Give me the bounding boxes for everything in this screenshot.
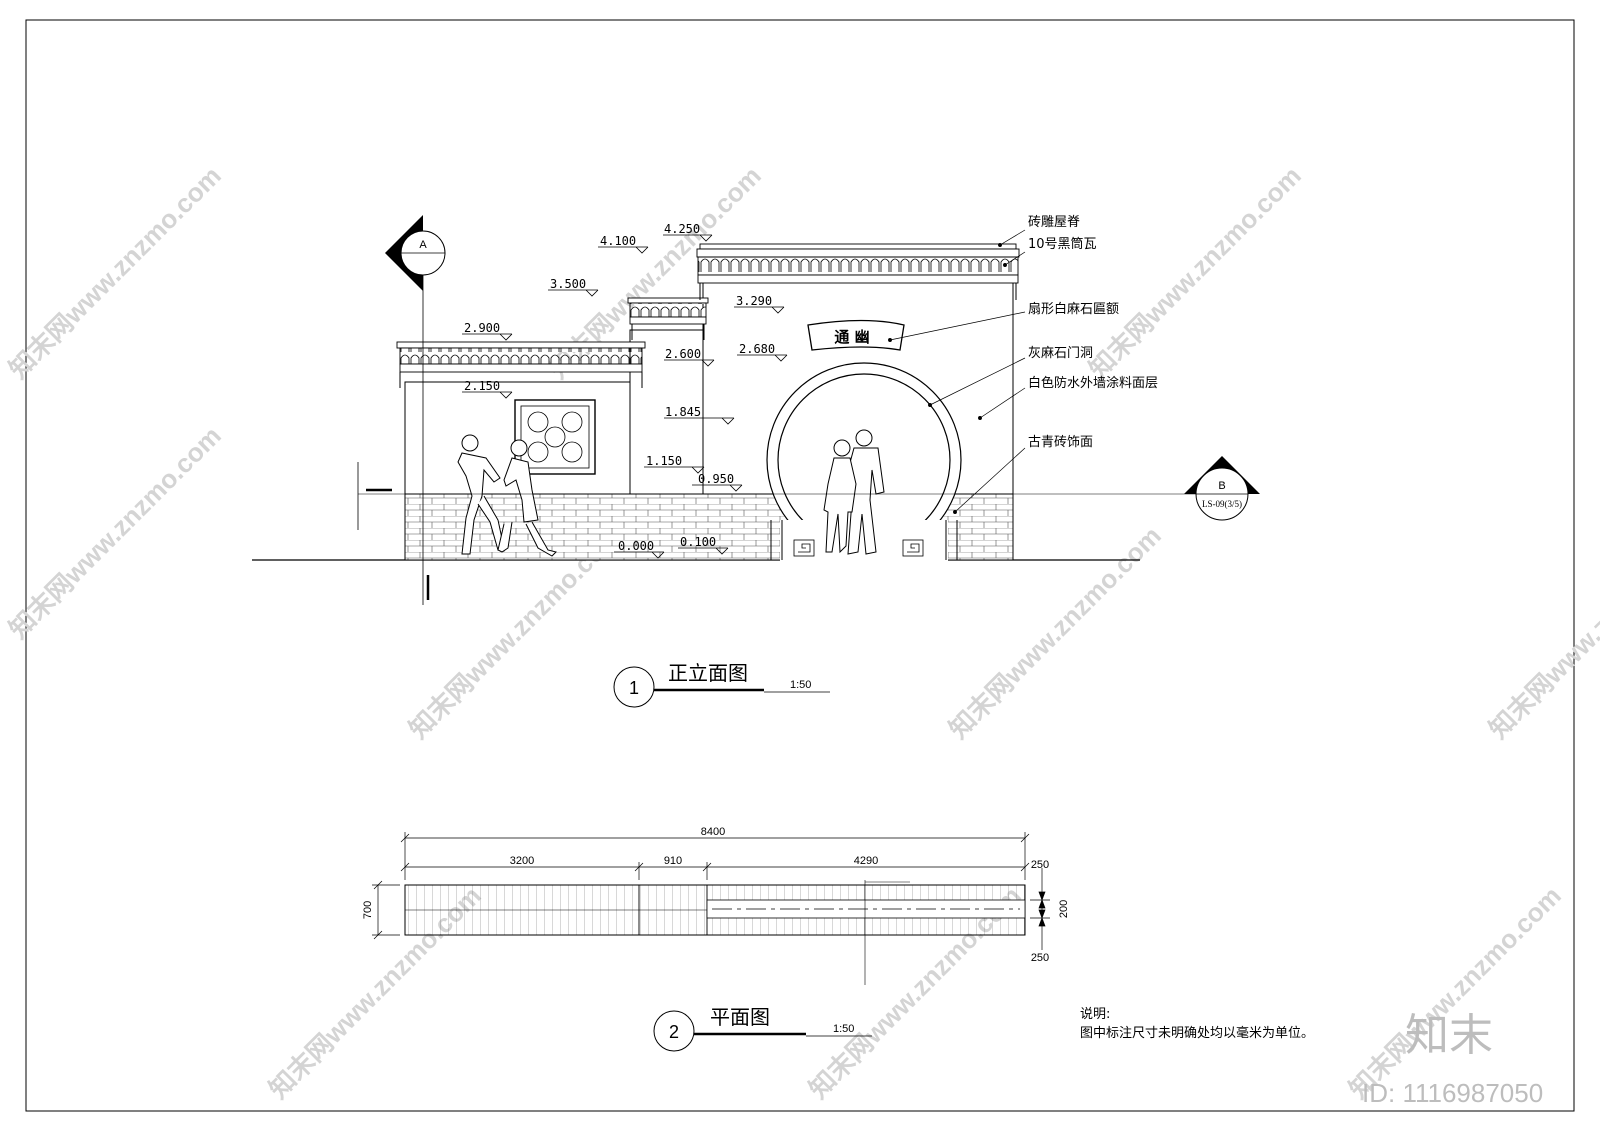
plan-scale: 1:50 — [833, 1023, 854, 1035]
level-2680: 2.680 — [739, 342, 775, 356]
level-4100: 4.100 — [600, 234, 636, 248]
left-roof — [396, 341, 646, 388]
level-2900: 2.900 — [464, 321, 500, 335]
notes-body: 图中标注尺寸未明确处均以毫米为单位。 — [1080, 1025, 1314, 1041]
mid-roof — [627, 297, 709, 340]
level-0950: 0.950 — [698, 472, 734, 486]
elevation-number: 1 — [629, 678, 639, 698]
brand-id: ID: 1116987050 — [1362, 1078, 1543, 1108]
notes-heading: 说明: — [1080, 1007, 1110, 1022]
dim-250-bottom: 250 — [1031, 952, 1049, 964]
sheet-border — [25, 19, 1575, 1112]
elevation-title-block: 1 正立面图 1:50 — [613, 661, 830, 708]
elevation-scale: 1:50 — [790, 679, 811, 691]
watermark: 知末网www.znzmo.com — [3, 160, 227, 384]
plan-title-block: 2 平面图 1:50 — [653, 1005, 872, 1052]
watermark: 知末网www.znzmo.com — [3, 420, 227, 644]
plan-view: 8400 3200 910 4290 700 250 200 250 2 平面图… — [362, 826, 1070, 1052]
plan-dimensions — [372, 832, 1050, 950]
watermark: 知末网www.znzmo.com — [1083, 160, 1307, 384]
dim-3200: 3200 — [510, 855, 534, 867]
front-elevation: 通 幽 A — [252, 215, 1260, 708]
level-0000: 0.000 — [618, 539, 654, 553]
label-ridge: 砖雕屋脊 — [1028, 215, 1080, 230]
figure-couple-walking — [457, 434, 557, 557]
figure-couple-gate — [823, 429, 885, 555]
dim-total: 8400 — [701, 826, 725, 838]
plan-number: 2 — [669, 1022, 679, 1042]
section-ref-label: LS-09(3/5) — [1202, 499, 1242, 509]
level-2150: 2.150 — [464, 379, 500, 393]
elevation-title: 正立面图 — [668, 661, 748, 685]
dim-200: 200 — [1058, 900, 1070, 918]
label-tile: 10号黑筒瓦 — [1028, 236, 1097, 252]
watermark: 知末网www.znzmo.com — [1483, 520, 1600, 744]
section-b-marker: B LS-09(3/5) — [357, 456, 1260, 530]
brand-logo: 知末 — [1405, 1010, 1493, 1061]
label-door: 灰麻石门洞 — [1028, 346, 1093, 361]
level-1845: 1.845 — [665, 405, 701, 419]
stone-plaque: 通 幽 — [807, 319, 905, 351]
main-roof — [696, 243, 1020, 300]
dim-250-top: 250 — [1031, 859, 1049, 871]
level-4250: 4.250 — [664, 222, 700, 236]
dim-910: 910 — [664, 855, 682, 867]
level-1150: 1.150 — [646, 454, 682, 468]
level-2600: 2.600 — [665, 347, 701, 361]
level-0100: 0.100 — [680, 535, 716, 549]
plaque-text: 通 幽 — [834, 328, 869, 346]
level-3290: 3.290 — [736, 294, 772, 308]
section-b-label: B — [1218, 480, 1225, 492]
dim-4290: 4290 — [854, 855, 878, 867]
label-brick: 古青砖饰面 — [1028, 435, 1093, 450]
section-a-label: A — [419, 239, 427, 251]
label-paint: 白色防水外墙涂料面层 — [1028, 375, 1158, 391]
watermark: 知末网www.znzmo.com — [1343, 880, 1567, 1104]
section-a-marker: A — [385, 215, 446, 605]
dim-depth: 700 — [362, 901, 374, 919]
level-3500: 3.500 — [550, 277, 586, 291]
level-marks — [462, 234, 788, 559]
label-plaque: 扇形白麻石匾额 — [1028, 301, 1119, 317]
material-leaders — [888, 229, 1026, 514]
plan-title: 平面图 — [710, 1005, 770, 1029]
